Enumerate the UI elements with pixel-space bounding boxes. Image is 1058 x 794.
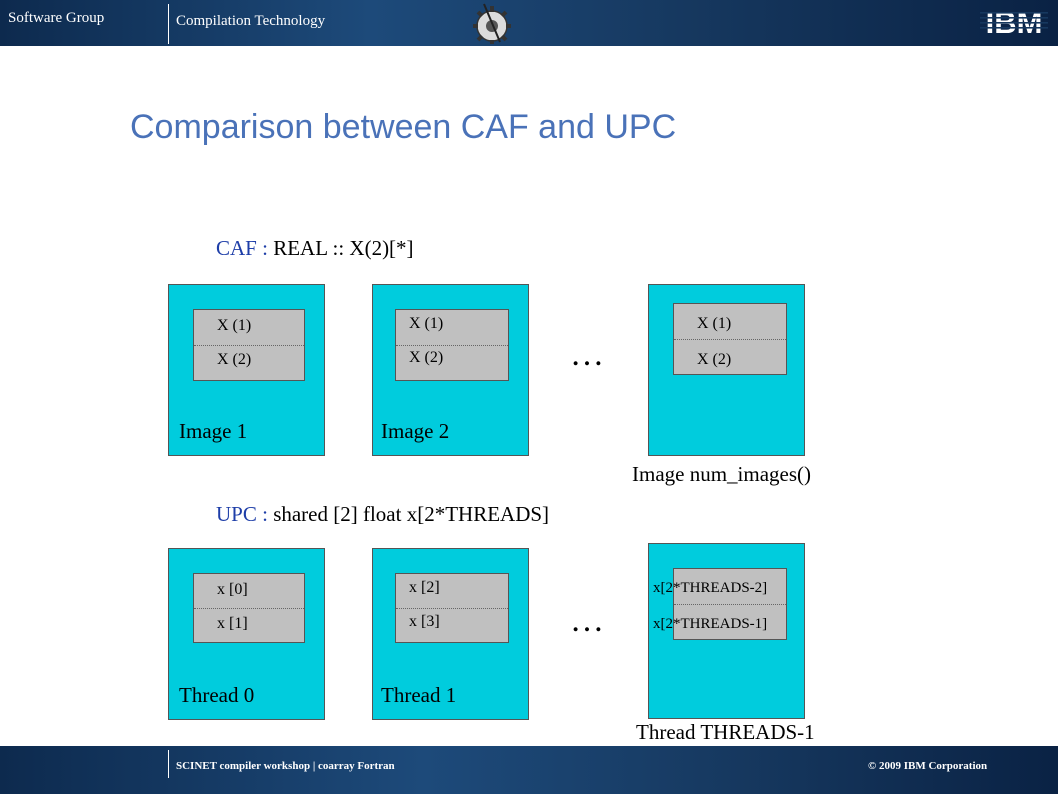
upc-cell-label: x[2*THREADS-1]	[653, 616, 768, 632]
footer-bar: SCINET compiler workshop | coarray Fortr…	[0, 746, 1058, 794]
upc-declaration: UPC : shared [2] float x[2*THREADS]	[216, 502, 549, 527]
upc-cell-label: x [0]	[217, 581, 248, 598]
caf-cell-label: X (2)	[697, 351, 732, 368]
upc-array-cell	[395, 573, 509, 643]
header-left-label: Software Group	[8, 10, 105, 26]
caf-declaration: CAF : REAL :: X(2)[*]	[216, 236, 414, 261]
caf-image-label: Image 2	[381, 419, 450, 443]
caf-image-panel: X (1) X (2) Image 1	[168, 284, 325, 456]
footer-separator	[168, 750, 169, 778]
upc-cell-label: x[2*THREADS-2]	[653, 580, 768, 596]
upc-thread-label: Thread 0	[179, 683, 255, 707]
caf-image-label: Image 1	[179, 419, 248, 443]
header-center-label: Compilation Technology	[176, 13, 326, 29]
upc-declaration-text: shared [2] float x[2*THREADS]	[273, 502, 550, 526]
footer-copyright: © 2009 IBM Corporation	[868, 760, 988, 772]
caf-cell-label: X (1)	[217, 317, 252, 334]
caf-array-cell	[193, 309, 305, 381]
caf-declaration-text: REAL :: X(2)[*]	[273, 236, 414, 260]
caf-keyword: CAF :	[216, 236, 268, 260]
upc-keyword: UPC :	[216, 502, 268, 526]
upc-cell-label: x [3]	[409, 613, 440, 630]
upc-thread-panel: x [2] x [3] Thread 1	[372, 548, 529, 720]
upc-thread-panel: x [0] x [1] Thread 0	[168, 548, 325, 720]
upc-cell-label: x [2]	[409, 579, 440, 596]
caf-cell-label: X (2)	[409, 349, 444, 366]
upc-thread-panel: x[2*THREADS-2] x[2*THREADS-1]	[648, 543, 805, 719]
upc-array-cell	[673, 568, 787, 640]
upc-cell-label: x [1]	[217, 615, 248, 632]
caf-array-cell	[395, 309, 509, 381]
caf-cell-label: X (1)	[697, 315, 732, 332]
caf-cell-label: X (2)	[217, 351, 252, 368]
footer-left-text: SCINET compiler workshop | coarray Fortr…	[176, 760, 395, 772]
upc-thread-label: Thread 1	[381, 683, 457, 707]
upc-thread-label: Thread THREADS-1	[636, 720, 815, 744]
caf-image-label: Image num_images()	[632, 462, 812, 486]
ibm-logo-icon: IBM	[980, 6, 1048, 38]
header-bar: Software Group Compilation Technology IB…	[0, 0, 1058, 46]
upc-ellipsis: …	[570, 602, 606, 639]
caf-image-panel: X (1) X (2)	[648, 284, 805, 456]
slide-title: Comparison between CAF and UPC	[130, 108, 677, 146]
caf-array-cell	[673, 303, 787, 375]
upc-array-cell	[193, 573, 305, 643]
caf-cell-label: X (1)	[409, 315, 444, 332]
gear-mascot-icon	[473, 3, 511, 44]
header-separator	[168, 4, 169, 44]
caf-image-panel: X (1) X (2) Image 2	[372, 284, 529, 456]
caf-ellipsis: …	[570, 336, 606, 373]
